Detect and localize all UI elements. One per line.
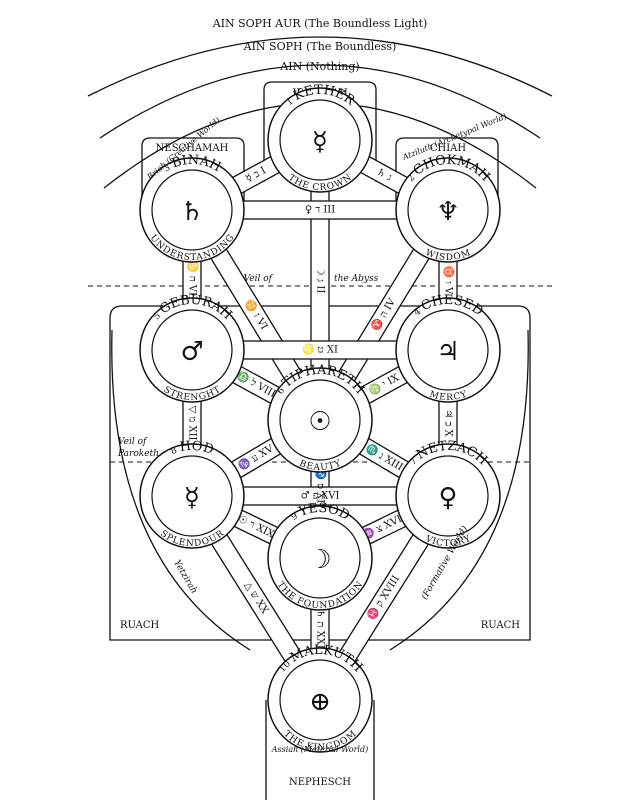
mars-icon: ♂ (180, 337, 203, 367)
veil-paroketh-label-a: Veil of (118, 437, 148, 447)
yetzirah-curve-left (111, 329, 251, 651)
ain-soph-label: AIN SOPH (The Boundless) (243, 40, 397, 53)
path-27-label: ♂ פ XVI (301, 491, 340, 502)
neschamah-label: NESCHAMAH (156, 143, 229, 154)
ain-label: AIN (Nothing) (279, 60, 359, 73)
path-16-label: ♉ ו V (443, 266, 456, 295)
sephira-2-subtitle: WISDOM (424, 248, 472, 263)
world-curves (111, 329, 529, 651)
ain-soph-aur-label: AIN SOPH AUR (The Boundless Light) (212, 17, 428, 30)
sephira-3-inner-circle (151, 169, 233, 251)
path-21-label: ♃ כ X (443, 409, 454, 437)
neptune-icon: ♆ (436, 197, 459, 227)
pluto-icon: ☿ (312, 127, 328, 157)
earth-icon: ⊕ (309, 687, 331, 717)
ruach-right-label: RUACH (481, 620, 521, 631)
sephira-6-subtitle: BEAUTY (298, 458, 343, 473)
ain-soph-arc (99, 64, 541, 139)
path-32-label: ♄ ת XXI (315, 609, 326, 649)
veil-abyss-label-a: Veil of (244, 274, 274, 284)
nephesch-box (265, 700, 375, 800)
sephira-8-name: 8 HOD (169, 439, 215, 458)
ruach-box (109, 305, 531, 641)
moon-icon: ☽ (308, 545, 331, 575)
yetzirah-label: Yetzirah (171, 559, 198, 596)
venus-icon: ♀ (438, 483, 457, 513)
nephesch-label: NEPHESCH (289, 777, 351, 788)
sephira-7-inner-circle (407, 455, 489, 537)
sephira-4-inner-circle (407, 309, 489, 391)
path-23-label: ▽ מ XII (187, 405, 198, 440)
veil-abyss-label-b: the Abyss (334, 274, 379, 284)
yetzirah-curve-right (389, 329, 529, 651)
chiah-label: CHIAH (430, 143, 467, 154)
path-14-label: ♀ ד III (305, 205, 335, 216)
sephira-1-inner-circle (279, 99, 361, 181)
sephira-6-inner-circle (279, 379, 361, 461)
veil-paroketh-label-b: Paroketh (117, 449, 159, 459)
mercury-icon: ☿ (184, 483, 200, 513)
assiah-label: Assiah (Material World) (271, 745, 368, 754)
sephira-5-inner-circle (151, 309, 233, 391)
jechidah-box (263, 81, 377, 182)
sephira-10-inner-circle (279, 659, 361, 741)
ain-soph-aur-arc (87, 36, 553, 97)
neschamah-box (141, 137, 245, 210)
sephira-8-inner-circle (151, 455, 233, 537)
path-18-label: ♋ ח VII (187, 260, 200, 300)
jupiter-icon: ♃ (436, 337, 459, 367)
sun-icon: ☉ (308, 407, 331, 437)
path-25-label: ♐ ס XIV (315, 468, 328, 512)
ain-arcs: AIN SOPH AUR (The Boundless Light) AIN S… (87, 17, 553, 189)
path-19-label: ♌ ט XI (302, 343, 338, 356)
chiah-box (395, 137, 499, 210)
ruach-left-label: RUACH (120, 620, 160, 631)
saturn-icon: ♄ (180, 197, 203, 227)
sephira-2-inner-circle (407, 169, 489, 251)
path-13-label: ☽ ג II (315, 267, 326, 294)
sephira-9-inner-circle (279, 517, 361, 599)
